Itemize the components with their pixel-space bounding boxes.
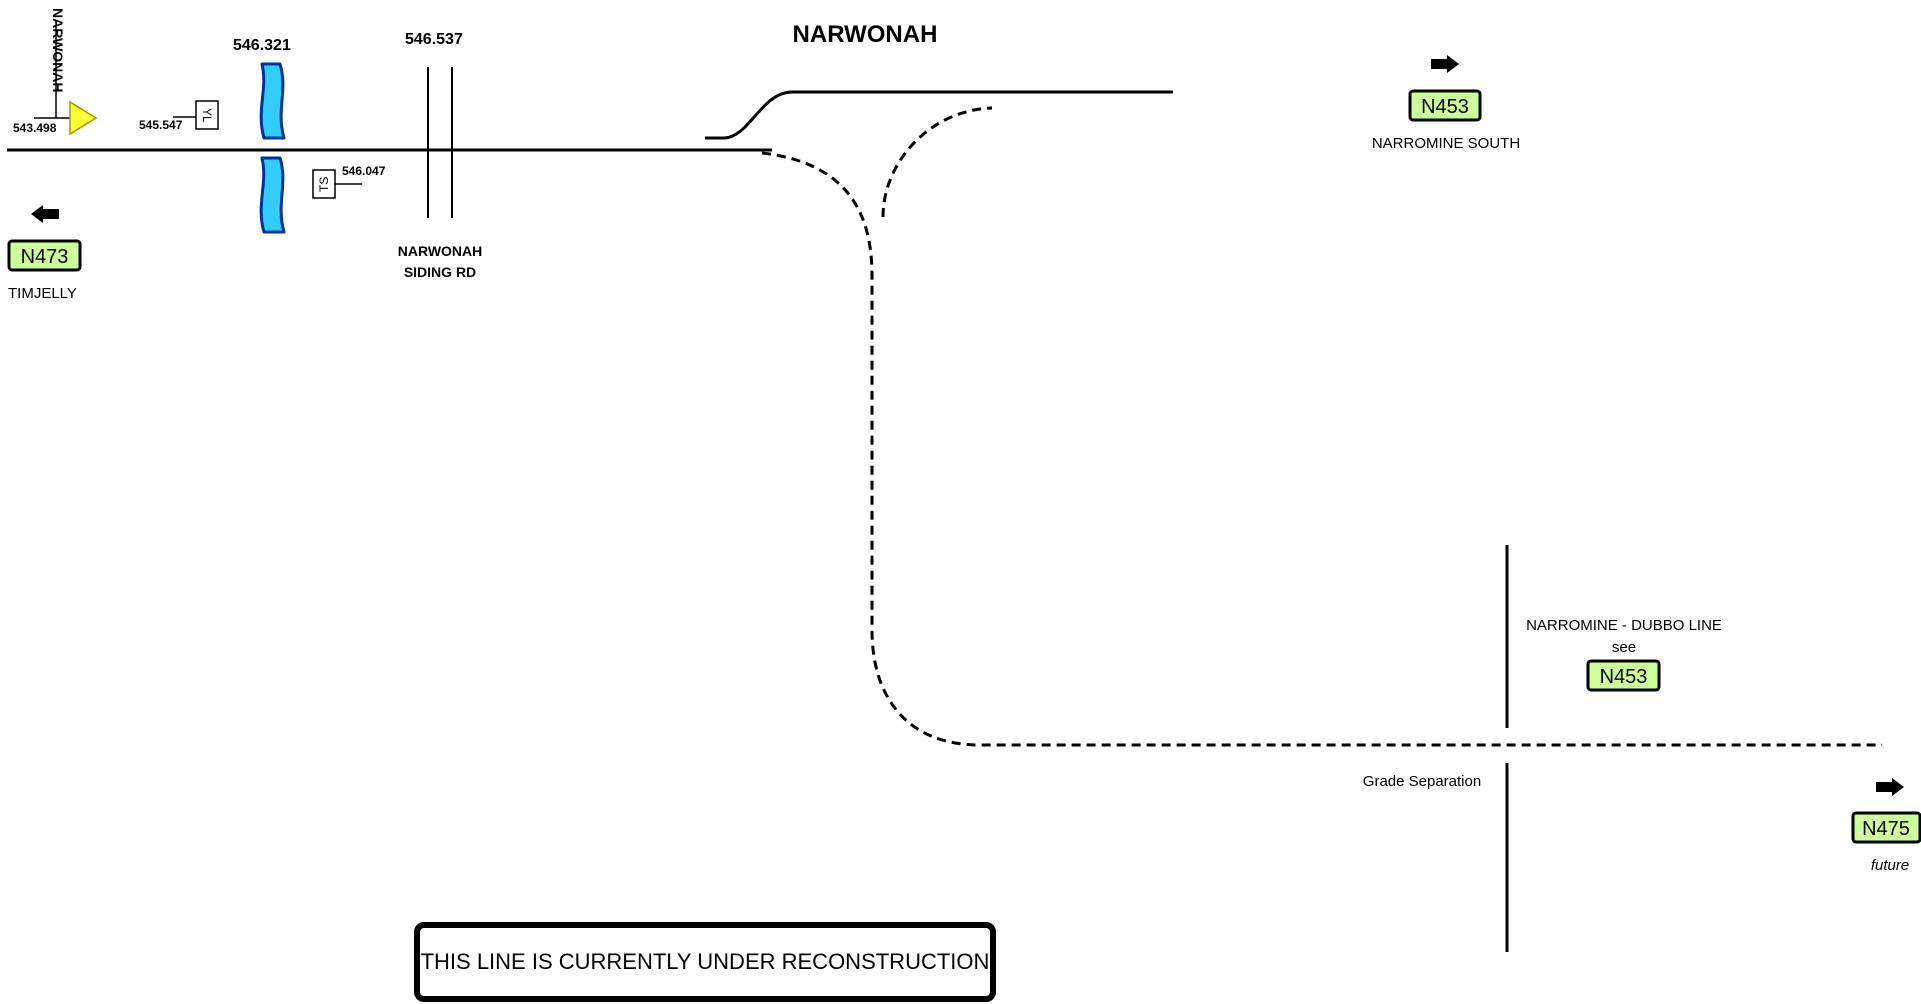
ts-sign-icon [312, 169, 362, 199]
station-rotated-label: NARWONAH [50, 8, 66, 93]
dubbo-line-badge[interactable] [1586, 659, 1661, 692]
branch-track-dashed [761, 151, 1882, 747]
yl-sign-icon [173, 100, 219, 130]
road-name-line2: SIDING RD [404, 264, 476, 280]
ts-sign-km: 546.047 [342, 164, 386, 178]
reconstruction-notice-text: THIS LINE IS CURRENTLY UNDER RECONSTRUCT… [420, 949, 990, 974]
right-exit-code: N453 [1421, 96, 1469, 118]
crossing-km: 546.537 [405, 31, 463, 48]
station-marker-icon [34, 20, 98, 136]
right-exit-destination: NARROMINE SOUTH [1372, 135, 1520, 152]
dubbo-line-code: N453 [1600, 666, 1648, 688]
left-exit-code: N473 [21, 246, 69, 268]
right-exit-badge[interactable] [1408, 89, 1482, 122]
branch-exit-note: future [1871, 857, 1909, 874]
dubbo-line-see: see [1612, 639, 1636, 656]
grade-separation-label: Grade Separation [1363, 773, 1481, 790]
reconstruction-notice: THIS LINE IS CURRENTLY UNDER RECONSTRUCT… [414, 922, 996, 1002]
station-km: 543.498 [13, 121, 57, 135]
bridge-km: 546.321 [233, 37, 291, 54]
arrow-left-icon [31, 205, 59, 223]
branch-exit-badge[interactable] [1851, 811, 1921, 844]
arrow-right-icon [1876, 778, 1904, 796]
siding-track [705, 90, 1173, 140]
arrow-right-icon [1431, 55, 1459, 73]
branch-exit-code: N475 [1862, 818, 1910, 840]
wye-track-dashed [881, 106, 993, 218]
ts-sign-text: TS [317, 177, 331, 192]
yl-sign-text: YL [200, 108, 214, 123]
left-exit-badge[interactable] [7, 239, 82, 272]
bridge-icon [259, 62, 286, 234]
yl-sign-km: 545.547 [139, 118, 183, 132]
station-title: NARWONAH [793, 21, 938, 48]
left-exit-destination: TIMJELLY [8, 285, 77, 302]
road-name-line1: NARWONAH [398, 243, 483, 259]
dubbo-line-label: NARROMINE - DUBBO LINE [1526, 617, 1722, 634]
